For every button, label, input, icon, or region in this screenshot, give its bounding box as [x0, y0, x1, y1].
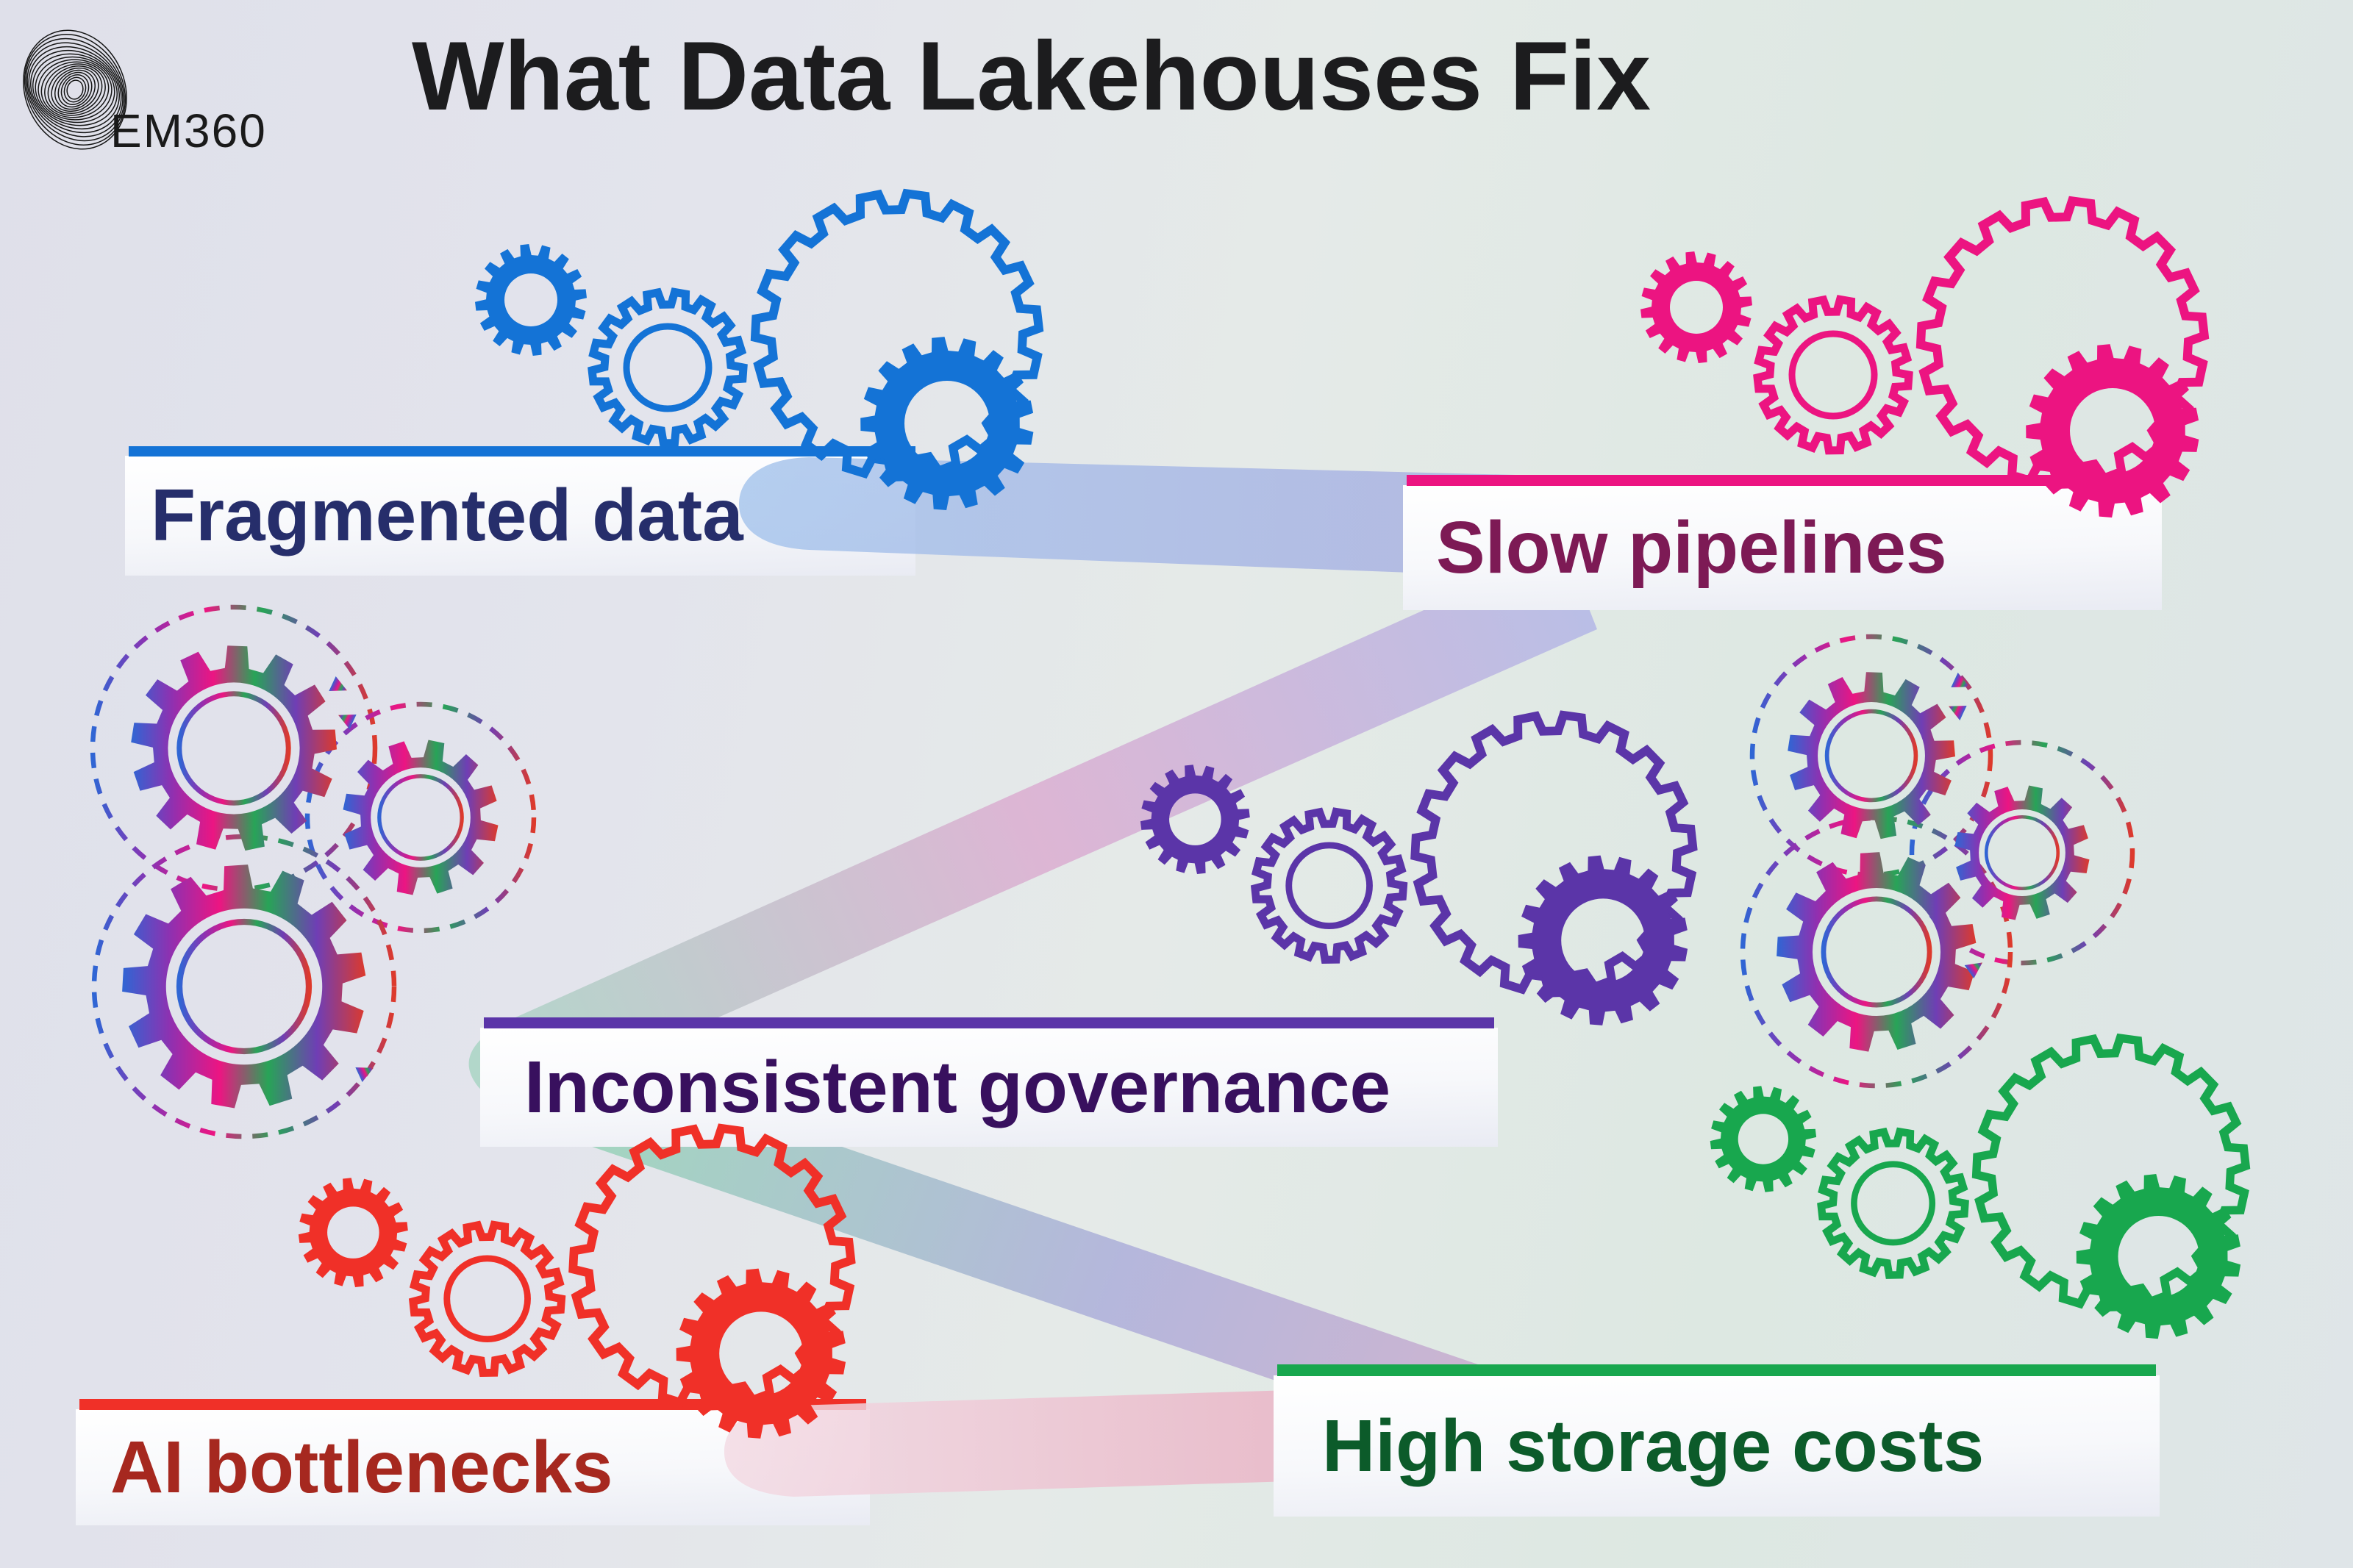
rainbow-gear-icon: [1788, 672, 1955, 840]
rotation-dashed-arc: [1740, 815, 2013, 1089]
rotation-dashed-arc: [1909, 740, 2135, 966]
gear-cluster-slow-pipelines: [1640, 196, 2210, 518]
gear-icon: [1140, 765, 1250, 874]
gear-ring: [176, 691, 291, 806]
gear-icon: [475, 244, 587, 356]
gear-icon: [1753, 295, 1913, 455]
gear-ring: [443, 1255, 531, 1343]
rotation-arrow-icon: [1964, 962, 1983, 979]
label-plate-slow-pipelines: [1403, 485, 2162, 610]
gear-icon: [860, 337, 1034, 510]
page-title: What Data Lakehouses Fix: [412, 22, 1652, 131]
rainbow-gear-icon: [131, 645, 337, 851]
gear-ring: [1851, 1161, 1936, 1246]
gear-ring: [1821, 896, 1932, 1008]
accent-bar-fragmented-data: [129, 446, 915, 457]
accent-bar-high-storage-costs: [1277, 1364, 2156, 1376]
label-high-storage-costs: High storage costs: [1322, 1404, 1985, 1487]
rainbow-gear-icon: [343, 740, 499, 895]
rotation-arrow-icon: [1951, 673, 1969, 687]
rainbow-gear-icon: [1777, 852, 1977, 1052]
gear-ring: [377, 774, 464, 861]
gear-icon: [298, 1178, 408, 1287]
label-ai-bottlenecks: AI bottlenecks: [110, 1425, 613, 1508]
label-plate-high-storage-costs: [1274, 1375, 2160, 1517]
rainbow-gear-icon: [122, 864, 366, 1109]
rotation-dashed-arc: [91, 834, 397, 1139]
rotation-arrow-icon: [1949, 706, 1967, 720]
gear-ring: [623, 323, 713, 412]
gear-icon: [1710, 1086, 1817, 1192]
gear-icon: [1250, 807, 1408, 964]
rainbow-gear-icon: [1954, 785, 2090, 920]
gear-icon: [2026, 344, 2199, 518]
rotation-arrow-icon: [329, 676, 347, 691]
rainbow-gear-cluster-left: [90, 604, 537, 1139]
accent-bar-slow-pipelines: [1407, 475, 2158, 486]
gear-icon: [1817, 1127, 1969, 1279]
ribbon-slow-to-governance: [468, 547, 1597, 1104]
gear-icon: [676, 1268, 846, 1439]
rotation-arrow-icon: [355, 1067, 374, 1082]
rotation-arrow-icon: [338, 715, 357, 729]
logo-brand: EM360: [110, 104, 267, 157]
rotation-dashed-arc: [304, 701, 537, 934]
gear-cluster-inconsistent-governance: [1140, 710, 1698, 1025]
label-inconsistent-governance: Inconsistent governance: [524, 1045, 1391, 1128]
gear-ring: [1788, 330, 1878, 420]
gear-cluster-ai-bottlenecks: [298, 1123, 856, 1439]
gear-icon: [1640, 251, 1752, 363]
gear-cluster-high-storage-costs: [1710, 1033, 2251, 1339]
gear-ring: [176, 918, 313, 1055]
gear-ring: [1824, 709, 1918, 803]
gear-icon: [588, 287, 748, 448]
gear-cluster-fragmented-data: [475, 188, 1044, 510]
label-slow-pipelines: Slow pipelines: [1436, 506, 1947, 589]
gear-icon: [408, 1220, 566, 1377]
label-plate-inconsistent-governance: [480, 1028, 1498, 1147]
gear-ring: [1285, 842, 1373, 930]
rainbow-gear-cluster-right: [1740, 634, 2135, 1089]
accent-bar-inconsistent-governance: [484, 1017, 1494, 1028]
label-fragmented-data: Fragmented data: [151, 474, 743, 556]
em360-logo-icon: [23, 29, 127, 150]
gear-icon: [1518, 855, 1688, 1025]
gear-ring: [1984, 815, 2060, 891]
gear-icon: [2076, 1174, 2241, 1339]
